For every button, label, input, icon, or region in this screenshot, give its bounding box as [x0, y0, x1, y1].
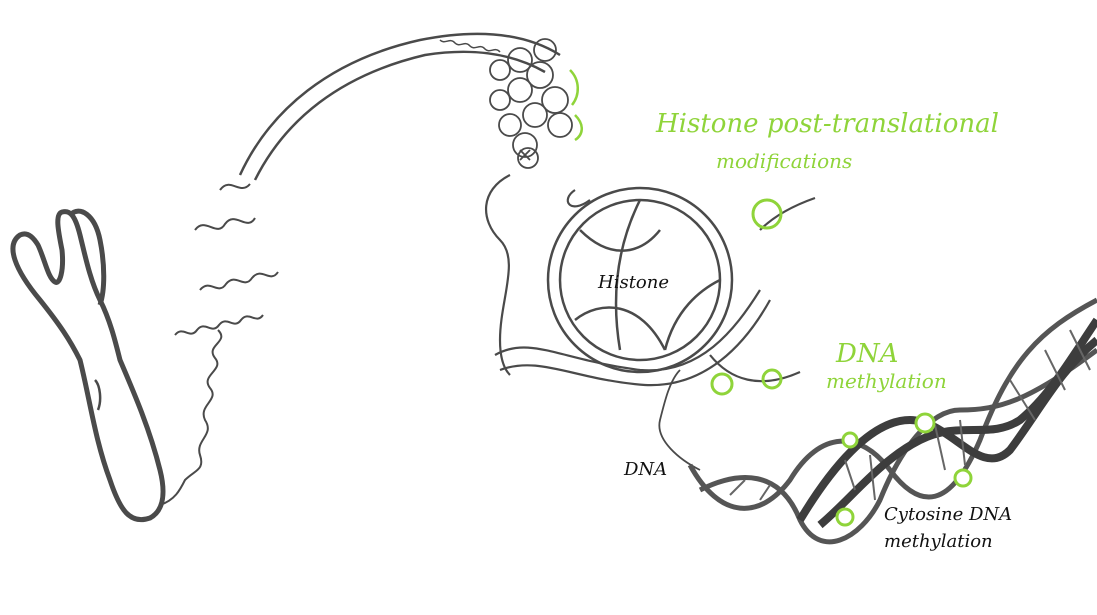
nucleosome-cluster: [489, 38, 573, 169]
double-helix: [687, 297, 1097, 545]
dna-methylation-label-line2: methylation: [826, 369, 947, 393]
centromere: [94, 379, 102, 411]
chromatin-fiber: [159, 183, 279, 506]
dna-methylation-label-line1: DNA: [836, 339, 899, 369]
histone-core: [546, 186, 734, 374]
chromosome: [10, 208, 166, 523]
histone-ptm-label-line2: modifications: [716, 149, 853, 173]
histone-ptm-label-line1: Histone post-translational: [656, 109, 999, 139]
histone-dna-wrap: [494, 189, 816, 387]
cluster-ptm-marks: [569, 69, 583, 142]
thin-dna: [658, 369, 701, 471]
histone-ptm-marks: [710, 198, 783, 396]
solenoid-tube: [238, 32, 561, 181]
linker-dna: [485, 174, 511, 376]
cytosine-methylation-label-line2: methylation: [884, 531, 993, 552]
dna-label: DNA: [624, 459, 668, 480]
cytosine-methylation-label-line1: Cytosine DNA: [884, 504, 1013, 525]
histone-label: Histone: [598, 272, 670, 293]
cytosine-methyl-marks: [835, 412, 973, 527]
